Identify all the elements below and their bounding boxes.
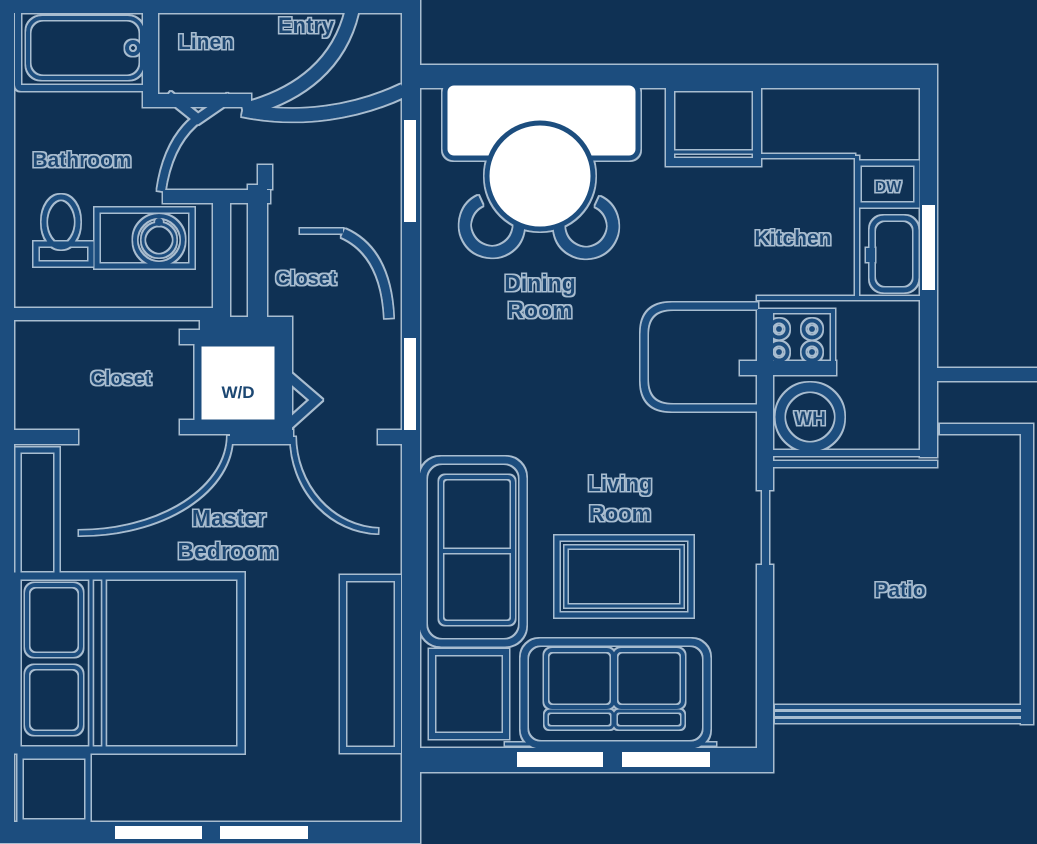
label-kitchen: Kitchen [754, 227, 831, 250]
armchair-icon [419, 456, 527, 647]
label-water-heater: WH [794, 409, 826, 430]
outer-left-wall [0, 0, 14, 843]
window-hall-west [404, 338, 416, 430]
hall-closet-partition-wall [248, 185, 267, 325]
window-dining-west [404, 120, 416, 222]
window-living-south-2 [622, 752, 710, 767]
master-closet-top-wall [14, 308, 214, 320]
window-kitchen-east [922, 205, 935, 290]
master-door-wall-right [378, 430, 418, 444]
patio-outer-top-wall [937, 368, 1037, 381]
window-master-south-1 [115, 826, 202, 839]
hall-closet-top-stub [258, 165, 272, 189]
vanity-sink-icon [94, 207, 195, 269]
dresser-bottom-icon [17, 753, 91, 825]
bathroom-door-swing [157, 115, 200, 192]
master-door-wall-center [230, 430, 293, 444]
label-dining-line2: Room [507, 297, 572, 323]
living-furniture [419, 456, 711, 749]
label-master-line1: Master [192, 505, 266, 531]
master-bottom-wall [0, 822, 420, 843]
water-heater-icon [775, 382, 845, 452]
end-table-icon [429, 649, 509, 739]
patio-slider-thin-wall [762, 490, 769, 565]
dining-chair-right-icon [553, 196, 619, 259]
refrigerator-icon [666, 83, 761, 166]
label-bathroom: Bathroom [32, 149, 131, 172]
toilet-icon [33, 194, 94, 267]
patio-railing [775, 705, 1033, 723]
patio-inner-top-wall [940, 424, 1028, 434]
label-dining-line1: Dining [504, 270, 576, 296]
dresser-tall-icon [340, 575, 401, 753]
kitchen-peninsula-counter [640, 302, 758, 412]
master-door-swing-left [78, 435, 233, 536]
label-master-line2: Bedroom [178, 538, 279, 564]
hall-patio-wall-lower [757, 565, 773, 752]
label-master-closet: Closet [90, 368, 151, 390]
dining-table-icon [484, 120, 596, 232]
label-hall-closet: Closet [275, 268, 336, 290]
master-furniture [13, 447, 401, 825]
window-master-south-2 [220, 826, 308, 839]
coffee-table-icon [554, 535, 694, 618]
hall-bottom-wall [200, 317, 270, 331]
master-door-swing-right [290, 436, 379, 534]
dishwasher-box [855, 160, 920, 208]
label-laundry: W/D [221, 383, 254, 402]
laundry-door-chevron [283, 371, 323, 430]
entry-curved-wall-lower [241, 84, 407, 122]
window-living-south-1 [517, 752, 603, 767]
dining-furniture [442, 80, 641, 259]
kitchen-fixtures [640, 83, 920, 452]
label-entry: Entry [278, 13, 335, 38]
label-linen: Linen [178, 31, 234, 54]
linen-door-chevron [165, 91, 233, 125]
room-labels: Bathroom Linen Entry Closet Closet W/D M… [32, 13, 925, 602]
bathtub-icon [15, 5, 155, 91]
patio-right-wall [1021, 424, 1033, 724]
label-living-line2: Room [589, 501, 651, 526]
washer-dryer-box [194, 339, 282, 427]
bed-icon [13, 572, 245, 754]
hall-closet-door-swing [341, 228, 394, 319]
linen-bottom-wall [143, 94, 251, 107]
bathroom-fixtures [15, 5, 195, 269]
doors [78, 91, 394, 536]
dresser-left-icon [15, 447, 60, 578]
patio-top-track-1 [772, 450, 937, 456]
entry-curved-wall-upper [241, 9, 359, 117]
label-dishwasher: DW [875, 179, 903, 196]
stove-icon [758, 309, 835, 371]
kitchen-sink-icon [866, 215, 919, 293]
master-door-wall-left [14, 430, 78, 444]
sofa-icon [520, 638, 711, 749]
patio-top-track-2 [772, 461, 937, 467]
hall-closet-left-wall [213, 197, 230, 330]
dining-chair-left-icon [459, 195, 525, 258]
label-living-line1: Living [588, 471, 653, 496]
hall-header-wall [163, 190, 270, 203]
label-patio: Patio [874, 579, 925, 602]
